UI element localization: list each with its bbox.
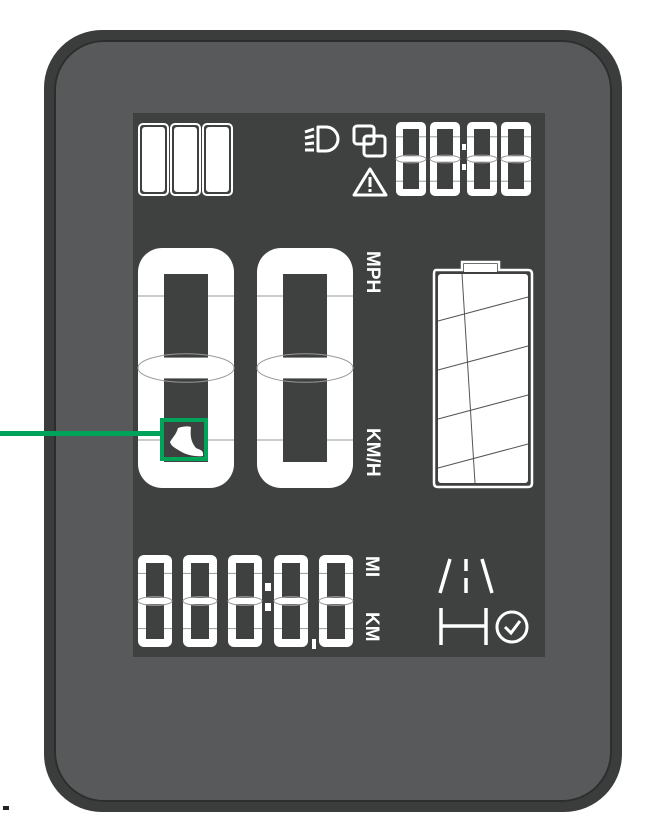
battery-icon (432, 260, 534, 489)
walk-assist-callout-box (160, 418, 208, 461)
headlight-icon (304, 125, 340, 153)
unit-kmh-label: KM/H (362, 428, 383, 477)
clock-segment-display (395, 122, 532, 196)
assist-level-bars-icon (138, 123, 233, 196)
overlap-squares-icon (352, 124, 387, 158)
odometer-segment-display (137, 555, 354, 649)
clock-digit (466, 122, 498, 196)
odometer-colon (265, 603, 271, 611)
clock-colon (462, 164, 466, 170)
clock-digit (395, 122, 427, 196)
clock-digit (429, 122, 461, 196)
speed-digit (256, 248, 354, 488)
unit-mph-label: MPH (362, 251, 383, 294)
road-trip-icon (438, 558, 494, 594)
unit-mi-label: MI (361, 556, 382, 578)
walk-assist-foot-icon (170, 426, 204, 457)
odometer-digit (182, 555, 218, 647)
warning-triangle-icon (352, 167, 388, 197)
distance-clock-icon (439, 608, 529, 645)
walk-assist-callout-line (0, 431, 162, 436)
odometer-digit (273, 555, 309, 647)
clock-digit (500, 122, 532, 196)
odometer-digit (137, 555, 173, 647)
odometer-decimal-comma (312, 639, 316, 649)
corner-mark (3, 806, 9, 810)
unit-km-label: KM (361, 612, 382, 642)
clock-colon (462, 144, 466, 150)
odometer-digit (227, 555, 263, 647)
odometer-colon (265, 583, 271, 591)
odometer-digit (318, 555, 354, 647)
